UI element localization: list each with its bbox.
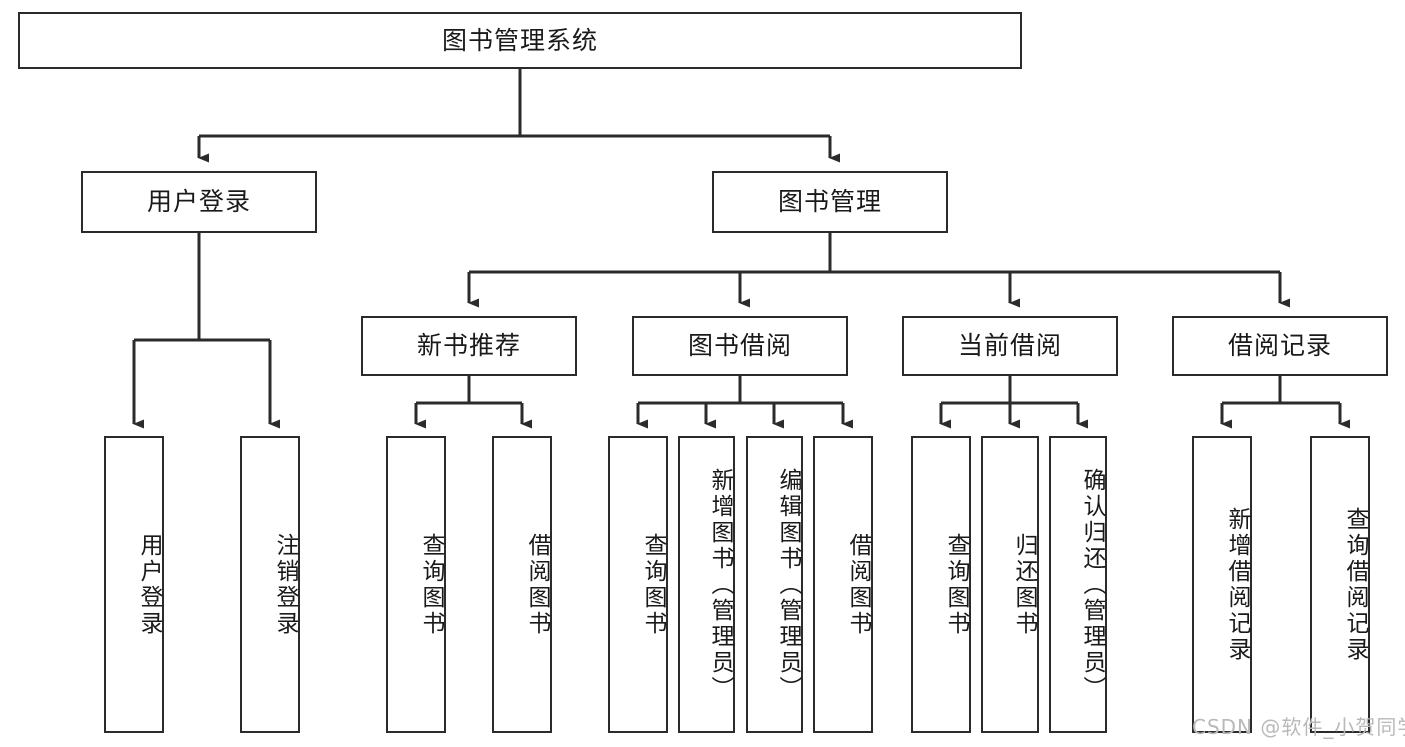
node-root-book-management-system[interactable]: 图书管理系统 xyxy=(18,12,1022,69)
leaf-borrow-record-add-record[interactable]: 新增借阅记录 xyxy=(1192,436,1252,733)
node-label: 图书管理 xyxy=(777,187,882,216)
node-label: 新增图书（管理员） xyxy=(707,467,733,702)
leaf-borrow-record-query-record[interactable]: 查询借阅记录 xyxy=(1310,436,1370,733)
leaf-current-borrow-query-book[interactable]: 查询图书 xyxy=(911,436,971,733)
node-current-borrow[interactable]: 当前借阅 xyxy=(902,316,1118,376)
node-label: 查询图书 xyxy=(418,532,444,637)
leaf-book-borrow-edit-book-admin[interactable]: 编辑图书（管理员） xyxy=(746,436,803,733)
leaf-book-borrow-query-book[interactable]: 查询图书 xyxy=(608,436,668,733)
leaf-user-login-logout[interactable]: 注销登录 xyxy=(240,436,300,733)
node-label: 归还图书 xyxy=(1011,532,1037,637)
leaf-current-borrow-return-book[interactable]: 归还图书 xyxy=(981,436,1039,733)
csdn-watermark: CSDN @软件_小贺同学 xyxy=(1192,715,1405,739)
node-label: 新增借阅记录 xyxy=(1224,506,1250,663)
leaf-book-borrow-add-book-admin[interactable]: 新增图书（管理员） xyxy=(678,436,735,733)
node-book-management[interactable]: 图书管理 xyxy=(712,171,948,233)
node-label: 用户登录 xyxy=(136,532,162,637)
node-label: 借阅图书 xyxy=(524,532,550,637)
node-label: 当前借阅 xyxy=(957,331,1062,360)
leaf-new-book-query-book[interactable]: 查询图书 xyxy=(386,436,446,733)
node-borrow-record[interactable]: 借阅记录 xyxy=(1172,316,1388,376)
node-label: 确认归还（管理员） xyxy=(1079,467,1105,702)
node-label: 查询图书 xyxy=(943,532,969,637)
node-label: 借阅记录 xyxy=(1227,331,1332,360)
node-label: 图书借阅 xyxy=(687,331,792,360)
node-label: 查询图书 xyxy=(640,532,666,637)
node-label: 图书管理系统 xyxy=(441,25,598,55)
leaf-book-borrow-borrow-book[interactable]: 借阅图书 xyxy=(813,436,873,733)
leaf-current-borrow-confirm-return-admin[interactable]: 确认归还（管理员） xyxy=(1049,436,1107,733)
node-new-book-recommend[interactable]: 新书推荐 xyxy=(361,316,577,376)
node-label: 新书推荐 xyxy=(416,331,521,360)
node-book-borrow[interactable]: 图书借阅 xyxy=(632,316,848,376)
leaf-user-login-login[interactable]: 用户登录 xyxy=(104,436,164,733)
node-user-login[interactable]: 用户登录 xyxy=(81,171,317,233)
leaf-new-book-borrow-book[interactable]: 借阅图书 xyxy=(492,436,552,733)
node-label: 借阅图书 xyxy=(845,532,871,637)
node-label: 编辑图书（管理员） xyxy=(775,467,801,702)
node-label: 查询借阅记录 xyxy=(1342,506,1368,663)
node-label: 注销登录 xyxy=(272,532,298,637)
node-label: 用户登录 xyxy=(146,187,251,216)
